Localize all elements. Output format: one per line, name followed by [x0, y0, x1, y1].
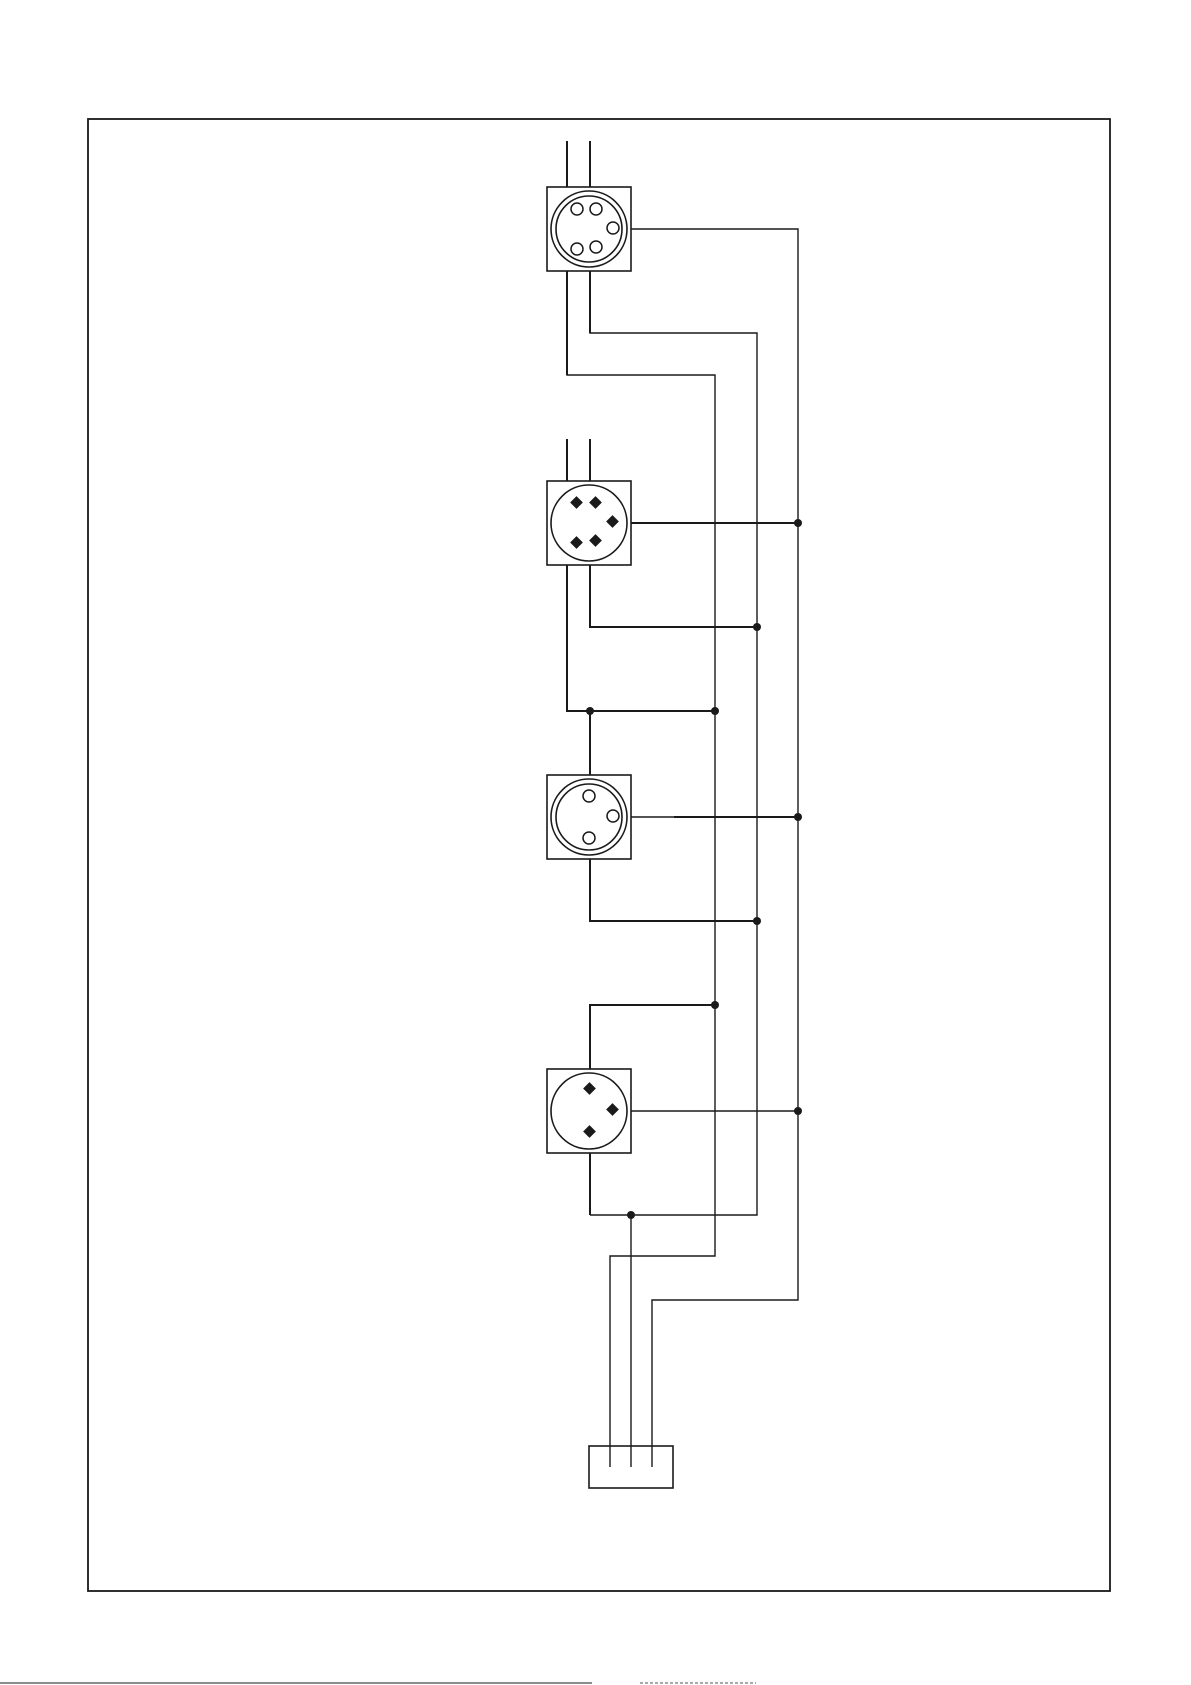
junction-dot — [794, 1107, 802, 1115]
pin-icon — [590, 241, 602, 253]
pin-icon — [571, 203, 583, 215]
pin-icon — [590, 203, 602, 215]
pin-icon — [583, 790, 595, 802]
junction-dot — [794, 813, 802, 821]
pin-to-bus-a — [590, 1005, 715, 1069]
three-pin-socket-female — [547, 775, 798, 921]
junction-dot — [794, 519, 802, 527]
five-pin-socket-female — [547, 141, 631, 375]
three-pin-socket-male — [547, 1005, 798, 1215]
junction-dot — [711, 707, 719, 715]
junction-dot — [627, 1211, 635, 1219]
pin-to-bus-b — [590, 565, 757, 627]
pin-icon — [583, 832, 595, 844]
pin-icon — [607, 810, 619, 822]
junction-dot — [711, 1001, 719, 1009]
pin-icon — [571, 243, 583, 255]
junction-dot — [586, 707, 594, 715]
pin-icon — [607, 222, 619, 234]
five-pin-socket-male — [547, 439, 798, 711]
junction-dot — [753, 623, 761, 631]
pin-to-bus-b — [590, 859, 757, 921]
junction-dot — [753, 917, 761, 925]
output-leads — [605, 1215, 657, 1467]
